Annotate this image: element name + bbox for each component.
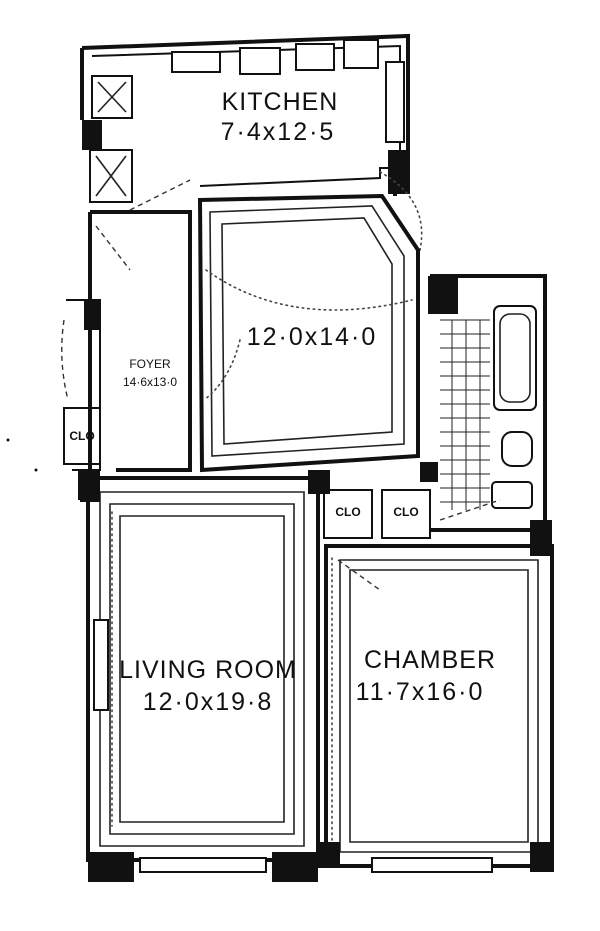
kitchen-cabinet (295, 43, 335, 71)
living-room-radiator (93, 619, 109, 711)
foyer-closet-label: CLO (69, 429, 94, 443)
kitchen-dimensions: 7·4x12·5 (221, 118, 336, 146)
bathroom-sink (491, 481, 533, 509)
kitchen-cabinet (343, 39, 379, 69)
living-room-name: LIVING ROOM (119, 656, 297, 684)
bathroom (428, 274, 552, 556)
kitchen-cabinet (239, 47, 281, 75)
chamber: CHAMBER 11·7x16·0 (318, 544, 554, 873)
closet-right-label: CLO (393, 505, 418, 519)
kitchen-name: KITCHEN (222, 88, 339, 116)
closets-center: CLO CLO (308, 462, 438, 539)
toilet (501, 431, 533, 467)
chamber-dimensions: 11·7x16·0 (356, 678, 485, 706)
living-room: LIVING ROOM 12·0x19·8 (80, 476, 320, 882)
bathtub (493, 305, 537, 411)
chamber-window (371, 857, 493, 873)
kitchen: KITCHEN 7·4x12·5 (80, 33, 423, 251)
dining-dimensions: 12·0x14·0 (247, 323, 378, 351)
closet-right (381, 489, 431, 539)
foyer-name: FOYER (129, 357, 171, 371)
living-room-dimensions: 12·0x19·8 (143, 688, 274, 716)
foyer-dimensions: 14·6x13·0 (123, 375, 177, 389)
kitchen-counter (385, 61, 405, 143)
foyer: FOYER 14·6x13·0 CLO (61, 210, 192, 500)
dining-room: 12·0x14·0 (197, 193, 420, 473)
closet-left (323, 489, 373, 539)
living-room-window (139, 857, 267, 873)
kitchen-cabinet (171, 51, 221, 73)
closet-left-label: CLO (335, 505, 360, 519)
chamber-name: CHAMBER (364, 646, 496, 674)
tile-floor (440, 319, 490, 510)
foyer-closet (63, 407, 101, 465)
